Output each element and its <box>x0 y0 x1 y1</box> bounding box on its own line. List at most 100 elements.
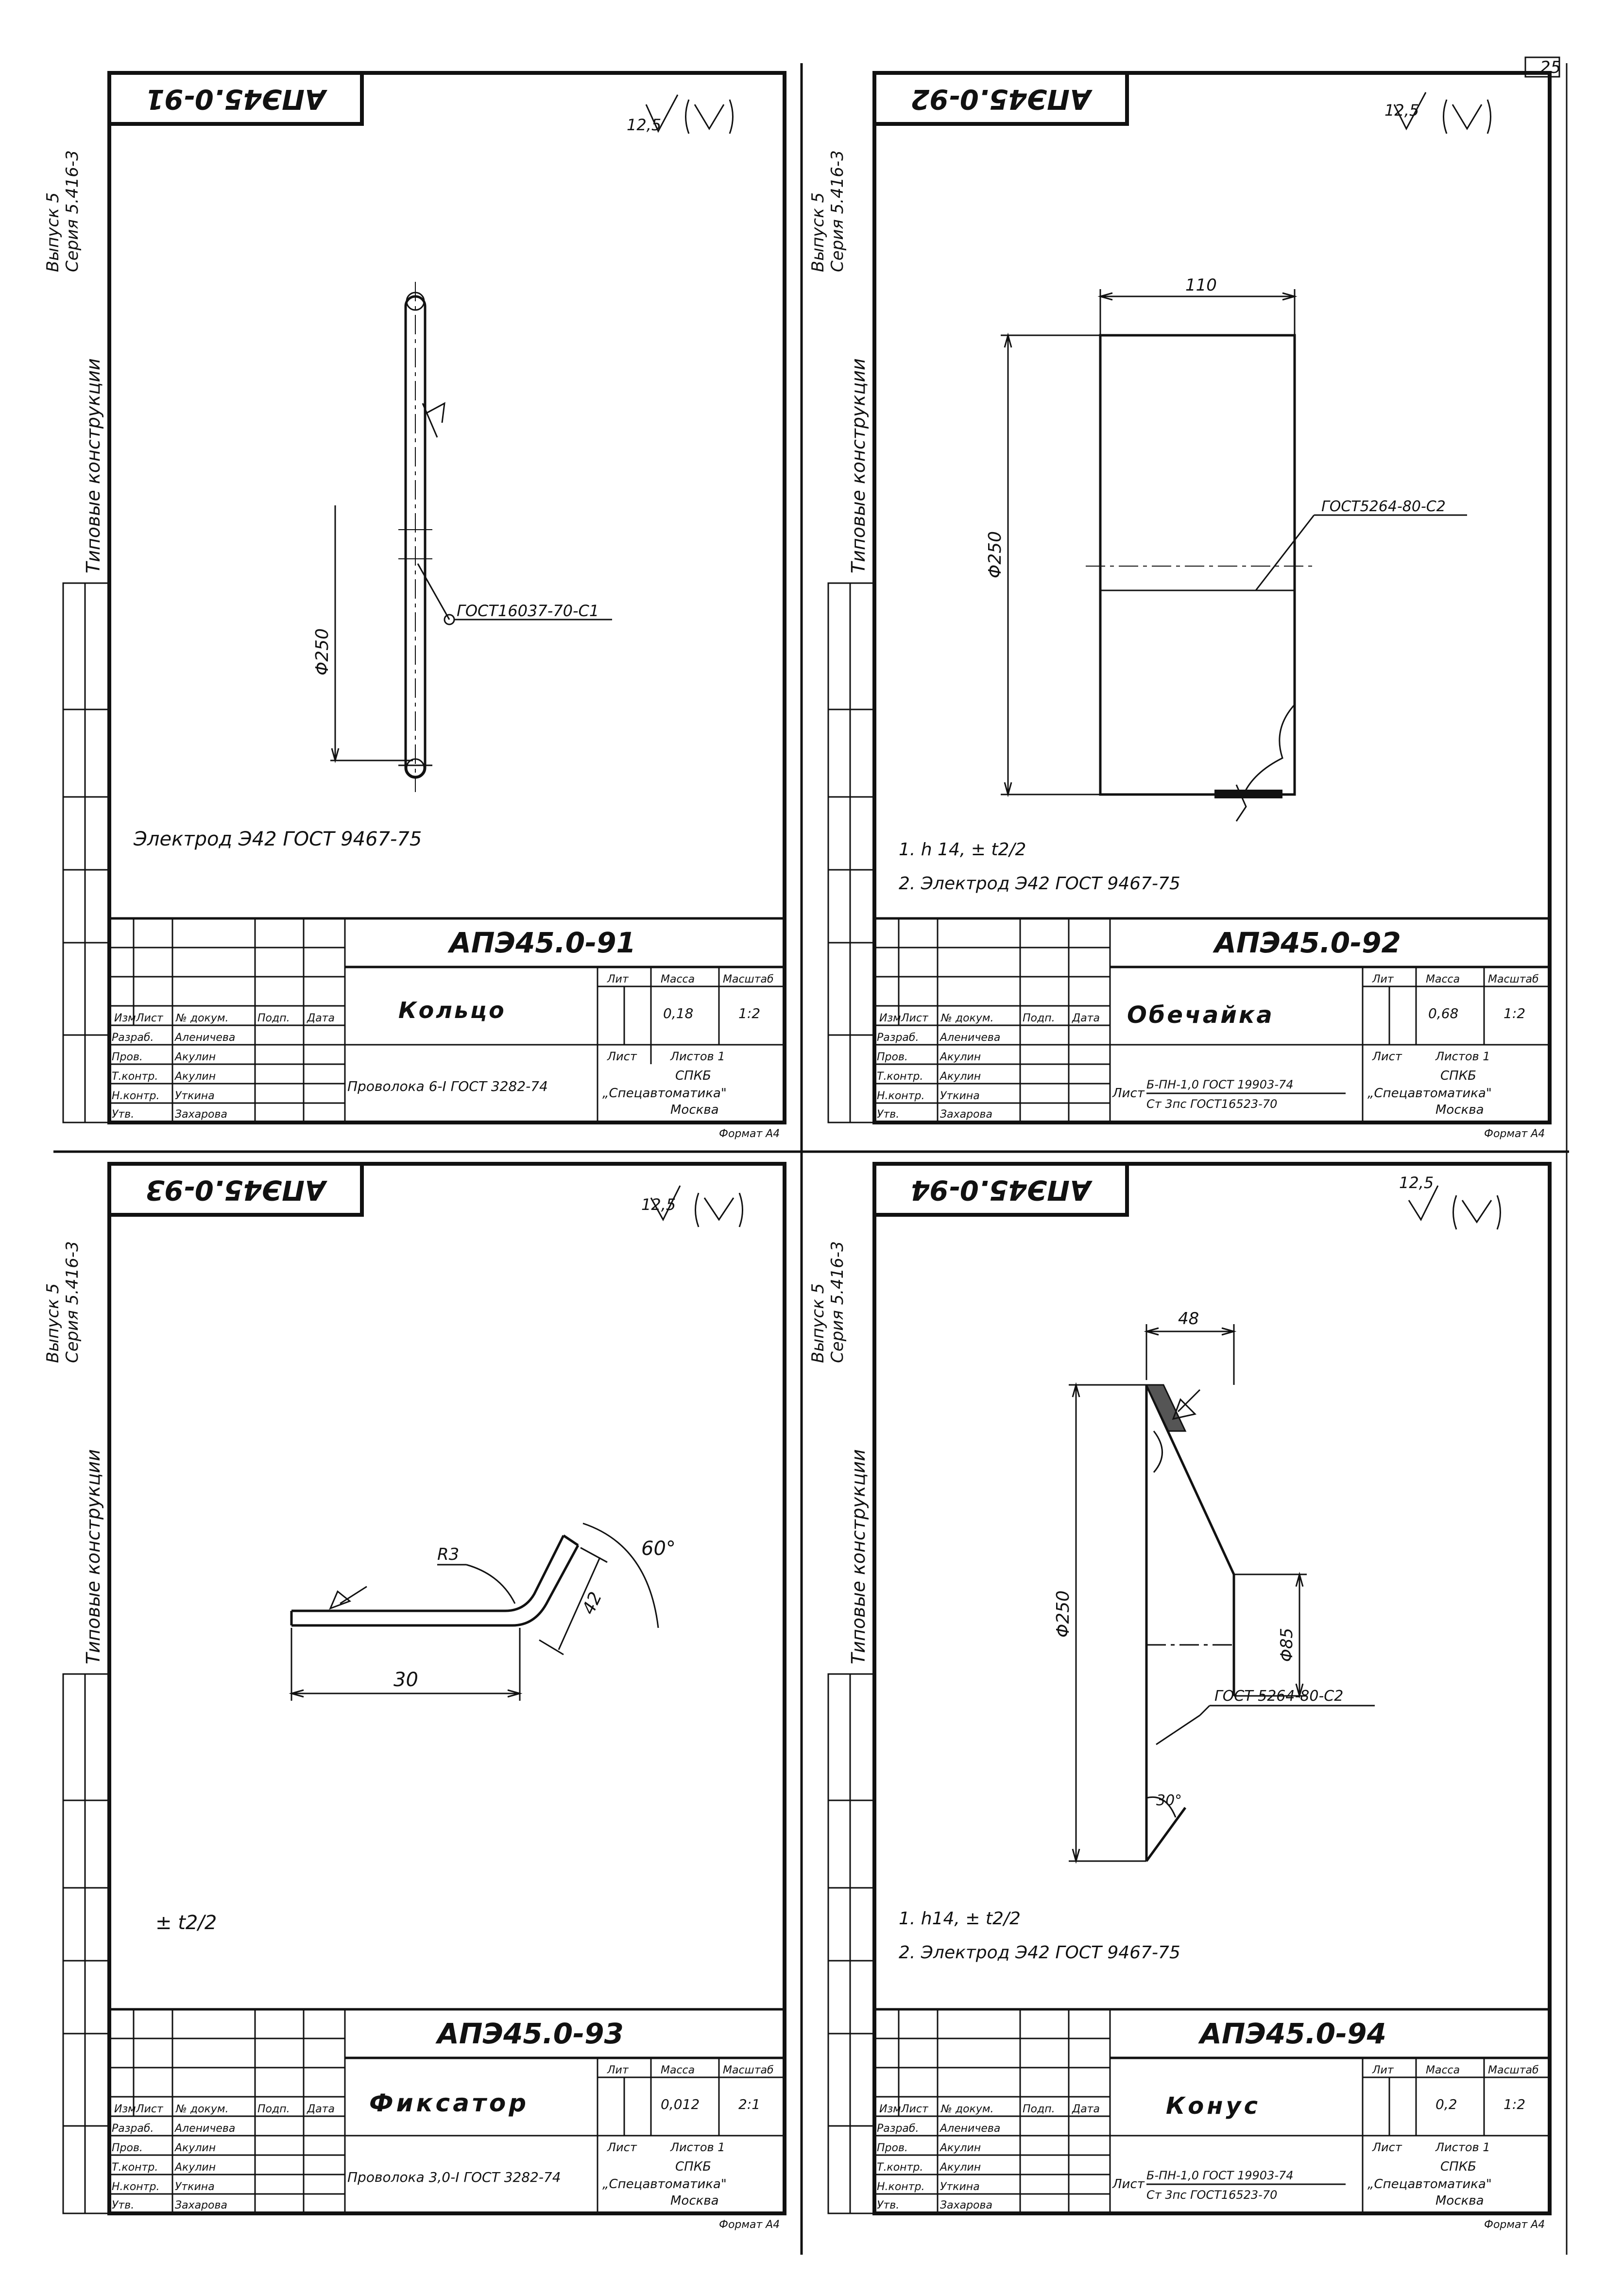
sheet-94-series: Серия 5.416-3 <box>828 1241 847 1363</box>
sheet-92-part: 110 Φ250 ГОСТ5264-80-С2 <box>985 276 1467 822</box>
stamp-nkontr-name: Уткина <box>175 1090 215 1102</box>
sheet-94-scale: 1:2 <box>1503 2096 1525 2112</box>
sheet-94-title: Конус <box>1166 2092 1261 2120</box>
stamp-izm: Изм <box>114 1012 136 1024</box>
stamp-lit: Лит <box>607 2064 629 2076</box>
stamp-razrab-name: Аленичева <box>939 2123 1000 2135</box>
org-line1: СПКБ <box>1440 2159 1476 2174</box>
sheet-93-mass: 0,012 <box>661 2096 700 2112</box>
sheet-92-material-prefix: Лист <box>1112 1086 1145 1101</box>
stamp-tkontr: Т.контр. <box>112 1070 158 1083</box>
stamp-doc: № докум. <box>940 1012 993 1024</box>
sheet-91-roughness: 12,5 <box>627 94 734 134</box>
stamp-list-of: Лист <box>607 2141 637 2154</box>
stamp-doc: № докум. <box>940 2103 993 2115</box>
stamp-listov: Листов 1 <box>1435 2141 1490 2154</box>
sheet-93-len2: 42 <box>579 1589 606 1618</box>
sheet-94-mass: 0,2 <box>1435 2096 1457 2112</box>
sheet-93-scale: 2:1 <box>738 2096 760 2112</box>
stamp-razrab-name: Аленичева <box>939 1032 1000 1044</box>
stamp-masshtab: Масштаб <box>1488 973 1539 985</box>
stamp-list-of: Лист <box>607 1050 637 1063</box>
org-line3: Москва <box>1435 2193 1484 2208</box>
sheet-93-code: АПЭ45.0-93 <box>435 2017 624 2050</box>
stamp-list: Лист <box>901 1012 929 1024</box>
sheet-93-len1: 30 <box>393 1669 418 1691</box>
stamp-list-of: Лист <box>1372 2141 1402 2154</box>
sheet-91-series: Серия 5.416-3 <box>63 150 82 272</box>
stamp-nkontr-name: Уткина <box>940 1090 980 1102</box>
stamp-utv-name: Захарова <box>940 1108 992 1121</box>
stamp-sign: Подп. <box>1023 2103 1055 2115</box>
stamp-razrab: Разраб. <box>877 2123 919 2135</box>
stamp-utv-name: Захарова <box>175 1108 227 1121</box>
stamp-lit: Лит <box>1372 2064 1394 2076</box>
stamp-utv: Утв. <box>112 1108 134 1121</box>
stamp-format: Формат А4 <box>1484 2219 1545 2231</box>
sheet-92-note-2: 2. Электрод Э42 ГОСТ 9467-75 <box>899 874 1180 894</box>
sheet-94-code: АПЭ45.0-94 <box>1198 2017 1386 2050</box>
sheet-91-title-block: АПЭ45.0-91 Изм Лист № докум. Подп. Дата … <box>108 917 786 1140</box>
sheet-94-material-prefix: Лист <box>1112 2177 1145 2192</box>
stamp-sign: Подп. <box>257 2103 290 2115</box>
sheet-94: Серия 5.416-3 Выпуск 5 Типовые конструкц… <box>808 1162 1552 2231</box>
stamp-lit: Лит <box>607 973 629 985</box>
stamp-tkontr-name: Акулин <box>939 2161 981 2174</box>
sheet-92-typical: Типовые конструкции <box>848 358 869 573</box>
stamp-nkontr-name: Уткина <box>175 2181 215 2193</box>
stamp-nkontr: Н.контр. <box>112 1090 159 1102</box>
stamp-nkontr: Н.контр. <box>112 2181 159 2193</box>
sheet-91-margin: Серия 5.416-3 Выпуск 5 Типовые конструкц… <box>43 150 110 1123</box>
sheet-92-diameter: Φ250 <box>985 531 1005 578</box>
stamp-prov-name: Акулин <box>939 1051 981 1063</box>
stamp-prov: Пров. <box>877 2142 908 2154</box>
stamp-format: Формат А4 <box>719 1128 780 1140</box>
org-line3: Москва <box>1435 1103 1484 1117</box>
stamp-masshtab: Масштаб <box>1488 2064 1539 2076</box>
sheet-92-title: Обечайка <box>1127 1001 1274 1029</box>
stamp-prov: Пров. <box>112 2142 143 2154</box>
stamp-date: Дата <box>1072 1012 1100 1024</box>
sheet-93-part: R3 30 42 60° <box>289 1522 676 1701</box>
sheet-92-title-block: АПЭ45.0-92 Изм Лист № докум. Подп. Дата … <box>873 917 1551 1140</box>
stamp-list: Лист <box>136 1012 164 1024</box>
sheet-94-roughness-value: 12,5 <box>1399 1174 1434 1192</box>
stamp-massa: Масса <box>661 973 695 985</box>
stamp-massa: Масса <box>1426 973 1460 985</box>
stamp-tkontr-name: Акулин <box>174 2161 216 2174</box>
stamp-listov: Листов 1 <box>1435 1050 1490 1063</box>
stamp-date: Дата <box>1072 2103 1100 2115</box>
sheet-93-typical: Типовые конструкции <box>83 1449 104 1664</box>
sheet-91-issue: Выпуск 5 <box>43 192 63 272</box>
sheet-92-code: АПЭ45.0-92 <box>1213 926 1401 959</box>
sheet-93-title: Фиксатор <box>369 2089 529 2117</box>
sheet-92-scale: 1:2 <box>1503 1005 1525 1021</box>
org-line2: „Спецавтоматика" <box>602 1086 727 1101</box>
sheet-93-title-block: АПЭ45.0-93 Изм Лист № докум. Подп. Дата … <box>108 2008 786 2231</box>
sheet-91: Серия 5.416-3 Выпуск 5 Типовые конструкц… <box>43 71 786 1140</box>
org-line2: „Спецавтоматика" <box>1367 1086 1492 1101</box>
stamp-tkontr-name: Акулин <box>174 1070 216 1083</box>
sheet-92-width: 110 <box>1185 276 1217 295</box>
sheet-92-mass: 0,68 <box>1428 1005 1458 1021</box>
page-number-box <box>1524 56 1560 78</box>
sheet-94-top: 48 <box>1178 1309 1199 1329</box>
stamp-utv: Утв. <box>112 2199 134 2211</box>
org-line1: СПКБ <box>675 2159 711 2174</box>
sheet-91-typical: Типовые конструкции <box>83 358 104 573</box>
sheet-92-series: Серия 5.416-3 <box>828 150 847 272</box>
sheet-93-angle: 60° <box>641 1537 676 1560</box>
sheet-93-material: Проволока 3,0-I ГОСТ 3282-74 <box>347 2169 561 2185</box>
stamp-date: Дата <box>307 1012 335 1024</box>
sheet-94-frame <box>872 1162 1552 2215</box>
sheet-93-radius: R3 <box>437 1545 459 1564</box>
sheet-93-margin: Серия 5.416-3 Выпуск 5 Типовые конструкц… <box>43 1241 110 2214</box>
stamp-format: Формат А4 <box>1484 1128 1545 1140</box>
sheet-94-note-2: 2. Электрод Э42 ГОСТ 9467-75 <box>899 1943 1180 1963</box>
stamp-razrab-name: Аленичева <box>174 1032 235 1044</box>
stamp-izm: Изм <box>879 1012 901 1024</box>
sheet-93-issue: Выпуск 5 <box>43 1283 63 1363</box>
sheet-92-code-top: АПЭ45.0-92 <box>911 83 1093 115</box>
stamp-prov-name: Акулин <box>174 2142 216 2154</box>
